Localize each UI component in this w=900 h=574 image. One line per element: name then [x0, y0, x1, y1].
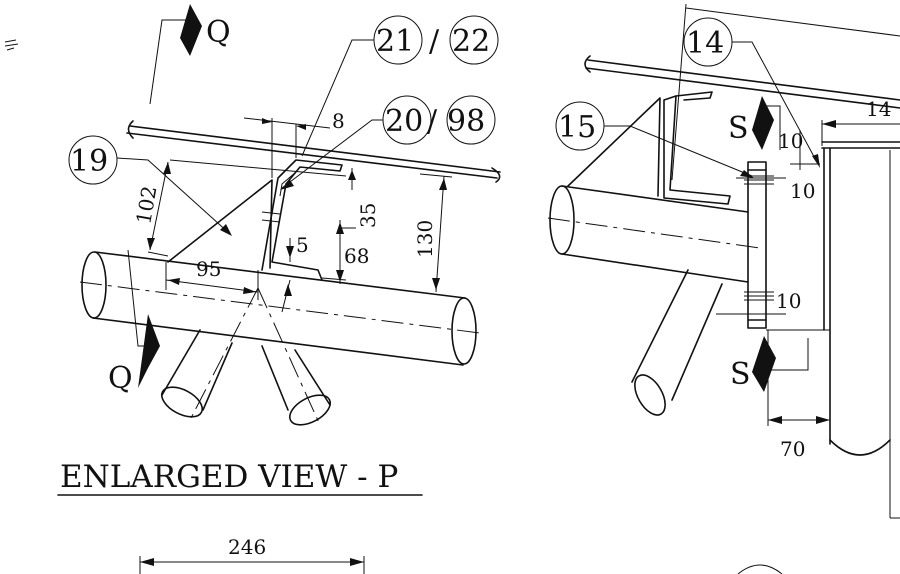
right-gusset	[567, 97, 661, 197]
dim-102: 102	[131, 184, 161, 226]
callout-14-arrow	[812, 154, 820, 168]
callout-19-circle	[68, 135, 118, 185]
callout-98-circle	[446, 95, 496, 145]
callout-slash-2: /	[427, 104, 438, 139]
channel-section	[261, 159, 343, 281]
dim-130: 130	[413, 220, 437, 258]
dim-70-lines	[767, 330, 830, 426]
dim-10b: 10	[790, 179, 815, 203]
secondary-member-break-right	[491, 167, 501, 183]
brace-right-end	[288, 394, 332, 426]
right-top-dim-line	[671, 3, 900, 181]
right-main-tube	[561, 185, 749, 283]
column	[821, 141, 900, 445]
section-line-s-top	[762, 105, 781, 150]
dim-14-arrow	[822, 120, 836, 128]
callout-19-arrow	[220, 224, 232, 236]
right-brace-end	[634, 374, 666, 416]
callout-19: 19	[70, 144, 108, 179]
main-chord-centerline	[79, 281, 481, 334]
dim-130-arrows	[432, 178, 447, 290]
dim-35: 35	[356, 203, 380, 228]
dim-95: 95	[196, 257, 221, 281]
view-caption: ENLARGED VIEW - P	[60, 459, 398, 495]
callout-20: 20	[385, 104, 423, 139]
callout-slash-1: /	[429, 24, 440, 59]
gusset-plate	[167, 179, 273, 269]
dim-95-arrows	[168, 278, 256, 294]
dim-70-arrows	[768, 416, 830, 424]
partial-callout-circle	[737, 564, 783, 574]
right-channel-flange	[675, 91, 713, 101]
brace-left-end	[160, 386, 204, 418]
section-label-s-top: S	[728, 111, 749, 146]
section-label-s-bottom: S	[730, 357, 751, 392]
section-label-q-top: Q	[206, 15, 231, 50]
dim-130-lines	[419, 173, 453, 293]
right-main-tube-centerline	[547, 217, 761, 249]
dim-10a: 10	[778, 129, 803, 153]
callout-20-leader	[281, 119, 383, 189]
dim-10a-lines	[790, 130, 820, 170]
dim-35-arrows	[348, 170, 356, 180]
main-chord-end-right	[451, 297, 477, 365]
brace-centerlines	[189, 287, 321, 426]
section-line-q-top	[149, 19, 190, 105]
main-chord	[92, 251, 466, 366]
callout-14: 14	[686, 26, 724, 61]
dim-68: 68	[344, 244, 369, 268]
dim-246: 246	[228, 535, 266, 559]
right-brace	[631, 269, 723, 401]
section-label-q-bottom: Q	[108, 361, 133, 396]
callout-15-arrow	[740, 170, 754, 178]
column-end	[829, 439, 891, 456]
dim-14: 14	[866, 97, 891, 121]
callout-15: 15	[558, 110, 596, 145]
brace-right	[261, 345, 331, 411]
callout-21: 21	[376, 24, 414, 59]
section-arrow-q-top	[180, 4, 202, 56]
callout-15-leader	[604, 125, 753, 177]
callout-21-leader	[301, 39, 374, 157]
right-view: 14 15 S 14 10 10 10 S 70	[547, 3, 900, 574]
dim-5: 5	[296, 233, 309, 257]
callout-22-circle	[449, 15, 499, 65]
right-secondary-break	[584, 55, 591, 73]
main-chord-end-left	[81, 251, 107, 319]
secondary-member	[126, 125, 501, 179]
channel-inner	[279, 171, 297, 197]
section-arrow-s-bottom	[752, 336, 776, 392]
secondary-member-break-left	[127, 120, 134, 139]
end-plate	[747, 161, 767, 329]
left-view: Q 8 102 35	[4, 4, 501, 426]
dim-10c: 10	[776, 289, 801, 313]
right-secondary-member	[585, 59, 900, 109]
column-dim-line	[889, 150, 900, 519]
dim-8: 8	[332, 109, 345, 133]
dim-246-lines	[139, 556, 365, 574]
bolt-marks	[261, 211, 281, 223]
dim-102-lines	[147, 159, 347, 257]
section-line-s-bottom	[766, 338, 809, 371]
end-plate-bolts	[744, 175, 774, 301]
dim-95-lines	[165, 262, 259, 300]
brace-left	[161, 329, 233, 411]
callout-19-leader	[116, 157, 231, 235]
callout-98: 98	[447, 104, 485, 139]
dim-68-arrows	[336, 222, 344, 282]
dim-5-arrows	[284, 246, 294, 296]
callout-14-leader	[732, 41, 819, 165]
callout-20-arrow	[280, 180, 294, 190]
end-plate-edges	[747, 169, 767, 321]
callout-22: 22	[452, 24, 490, 59]
stray-mark	[4, 39, 19, 51]
right-main-tube-end	[549, 185, 575, 255]
dim-102-arrows	[147, 162, 171, 250]
section-arrow-q-bottom	[138, 314, 160, 388]
section-arrow-s-top	[752, 96, 774, 150]
dim-8-lines	[243, 117, 331, 178]
dim-70: 70	[780, 437, 805, 461]
